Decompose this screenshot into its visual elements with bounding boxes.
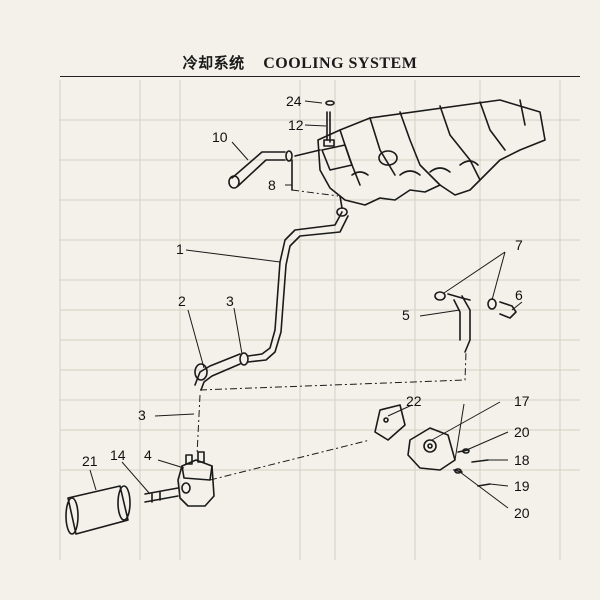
manifold-part xyxy=(317,99,546,206)
bracket-assembly-part-5-6-7 xyxy=(434,291,517,353)
callout-19: 19 xyxy=(514,478,530,494)
callout-21: 21 xyxy=(82,453,98,469)
housing-part-4 xyxy=(177,451,215,507)
title-english: COOLING SYSTEM xyxy=(263,55,418,72)
callout-2: 2 xyxy=(178,293,186,309)
callout-4: 4 xyxy=(144,447,152,463)
elbow-hose-part-10 xyxy=(228,149,321,189)
callout-10: 10 xyxy=(212,129,228,145)
title-underline xyxy=(60,76,580,77)
callout-8: 8 xyxy=(268,177,276,193)
callout-20-lower: 20 xyxy=(514,505,530,521)
callout-20-upper: 20 xyxy=(514,424,530,440)
callout-12: 12 xyxy=(288,117,304,133)
callout-3-upper: 3 xyxy=(226,293,234,309)
callout-1: 1 xyxy=(176,241,184,257)
fitting-part-14 xyxy=(144,487,179,503)
callout-6: 6 xyxy=(515,287,523,303)
title-chinese: 冷却系统 xyxy=(182,54,245,72)
callout-14: 14 xyxy=(110,447,126,463)
callout-5: 5 xyxy=(402,307,410,323)
callout-18: 18 xyxy=(514,452,530,468)
callout-24: 24 xyxy=(286,93,302,109)
pipe-part-1 xyxy=(247,195,349,363)
thermostat-housing-part-17 xyxy=(374,404,456,471)
bolt-part-12-24 xyxy=(323,100,335,147)
callout-17: 17 xyxy=(514,393,530,409)
filter-canister-part-21 xyxy=(65,485,131,535)
page-title: 冷却系统 COOLING SYSTEM xyxy=(0,52,600,73)
hose-part-2 xyxy=(194,353,241,391)
callout-3-lower: 3 xyxy=(138,407,146,423)
callout-22: 22 xyxy=(406,393,422,409)
callout-7: 7 xyxy=(515,237,523,253)
